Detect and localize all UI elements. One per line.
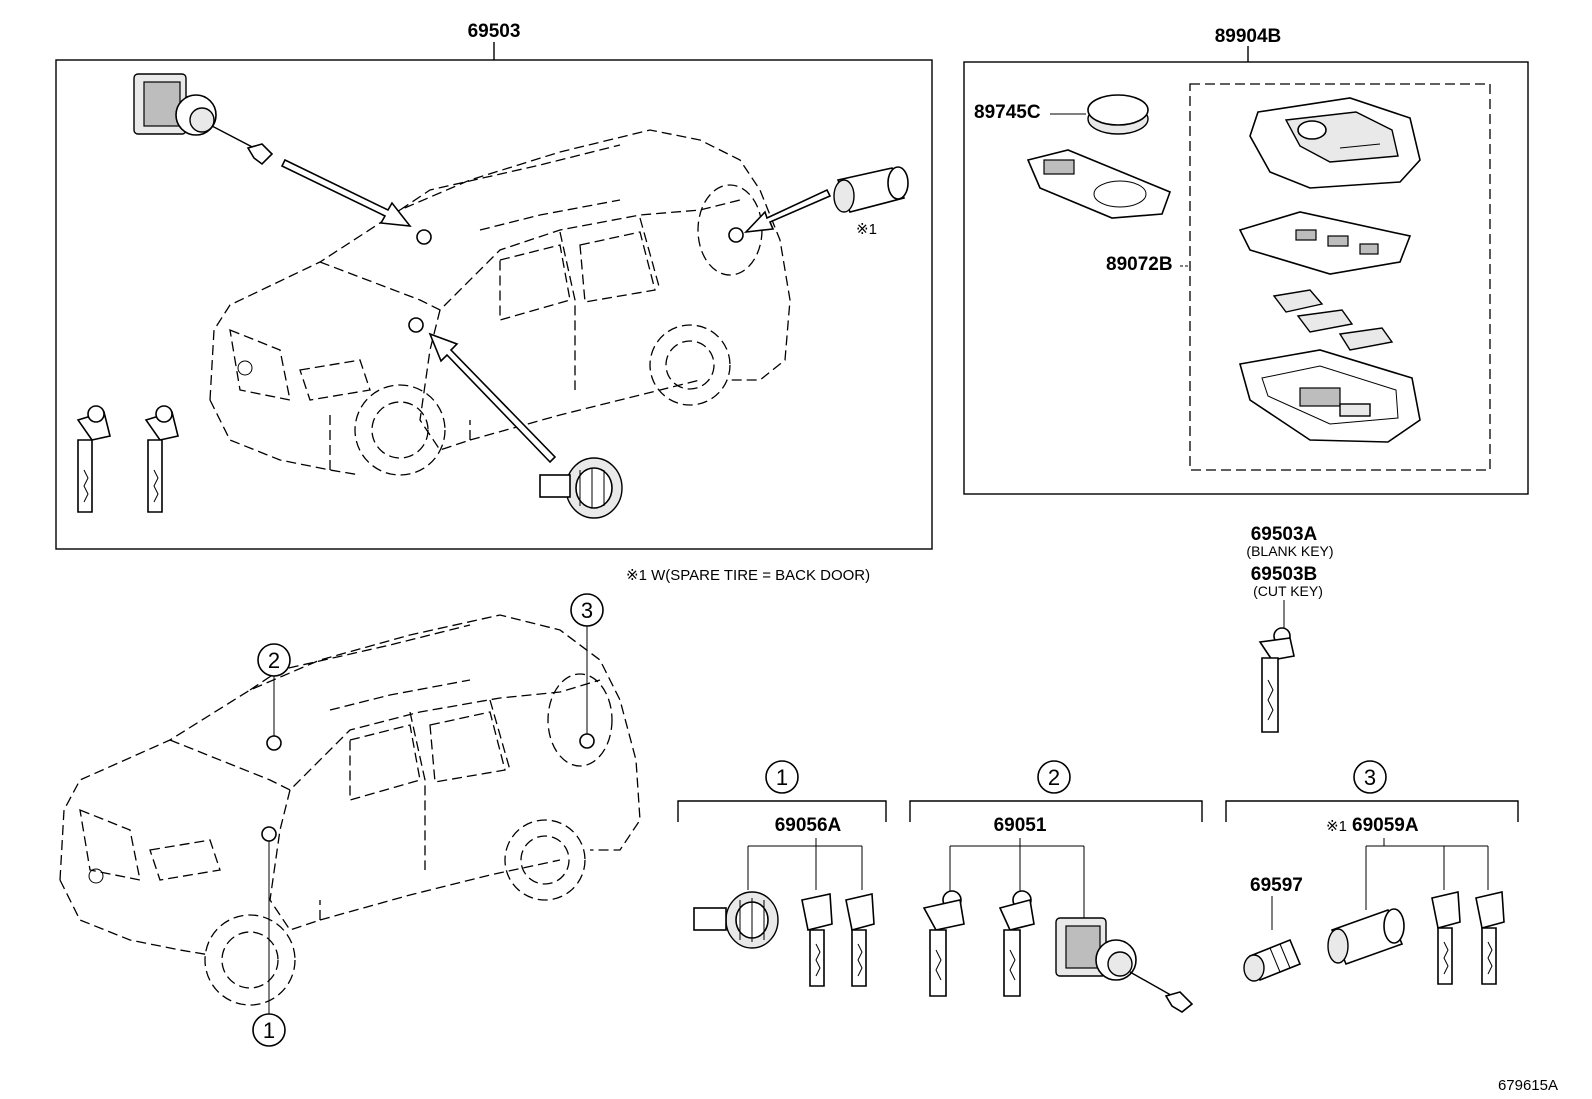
label-69503A: 69503A xyxy=(1251,524,1318,545)
label-69503B: 69503B xyxy=(1251,564,1318,585)
door-lock-cylinder-icon xyxy=(1055,917,1194,1013)
key-icon xyxy=(801,893,833,987)
label-blank-key: (BLANK KEY) xyxy=(1246,543,1333,559)
key-fob-case-icon xyxy=(1238,349,1421,443)
diagram-id: 679615A xyxy=(1498,1077,1558,1094)
ignition-cylinder-icon xyxy=(539,457,623,519)
label-69597: 69597 xyxy=(1250,875,1303,896)
location-dot xyxy=(728,227,744,243)
key-fob-cover-icon xyxy=(1249,97,1421,189)
key-icon xyxy=(1475,891,1505,985)
key-fob-buttons-icon xyxy=(1272,289,1394,351)
callout-3: 3 xyxy=(570,593,604,734)
group-69503: 69503 xyxy=(55,21,933,550)
battery-holder-icon xyxy=(1026,149,1172,219)
group-set-1: 1 69056A xyxy=(677,760,887,987)
key-icon xyxy=(144,405,179,513)
key-icon xyxy=(1431,891,1461,985)
location-dot xyxy=(416,229,432,245)
key-fob-board-icon xyxy=(1238,211,1412,275)
door-lock-cylinder-icon xyxy=(133,73,274,166)
set-1-callout: 1 xyxy=(776,765,788,790)
key-icon xyxy=(1258,627,1295,733)
label-89745C: 89745C xyxy=(974,102,1041,123)
svg-text:2: 2 xyxy=(268,648,280,673)
battery-icon xyxy=(1087,94,1149,135)
location-dot xyxy=(408,317,424,333)
footnote: ※1 W(SPARE TIRE = BACK DOOR) xyxy=(626,567,870,584)
label-cut-key: (CUT KEY) xyxy=(1253,583,1323,599)
label-89904B: 89904B xyxy=(1215,26,1282,47)
key-icon xyxy=(76,405,111,513)
label-69056A: 69056A xyxy=(775,815,842,836)
callout-1: 1 xyxy=(252,841,286,1047)
lock-barrel-icon xyxy=(1243,938,1302,982)
label-69051: 69051 xyxy=(994,815,1047,836)
svg-text:1: 1 xyxy=(263,1018,275,1043)
ref-mark: ※1 xyxy=(1326,818,1347,835)
location-dot xyxy=(579,733,595,749)
ignition-cylinder-icon xyxy=(693,891,779,949)
pointer-arrows xyxy=(280,158,832,464)
label-89072B: 89072B xyxy=(1106,254,1173,275)
svg-text:3: 3 xyxy=(581,598,593,623)
group-69503A-B: 69503A (BLANK KEY) 69503B (CUT KEY) xyxy=(1246,524,1334,733)
ref-mark: ※1 xyxy=(856,221,877,238)
vehicle-outline-top xyxy=(209,129,791,476)
key-icon xyxy=(922,890,965,997)
group-set-3: 3 ※1 69059A 69597 xyxy=(1225,760,1519,985)
location-dot xyxy=(266,735,282,751)
set-3-callout: 3 xyxy=(1364,765,1376,790)
vehicle-outline-bottom xyxy=(59,614,641,1006)
label-69503: 69503 xyxy=(468,21,521,42)
key-icon xyxy=(998,890,1035,997)
back-door-cylinder-icon xyxy=(833,166,909,213)
location-dot xyxy=(261,826,277,842)
back-door-cylinder-icon xyxy=(1327,908,1405,966)
key-icon xyxy=(845,893,875,987)
set-2-callout: 2 xyxy=(1048,765,1060,790)
label-69059A: 69059A xyxy=(1352,815,1419,836)
group-set-2: 2 69051 xyxy=(909,760,1203,1013)
group-89904B: 89904B 89745C 89072B xyxy=(963,26,1529,495)
callout-2: 2 xyxy=(257,643,291,736)
